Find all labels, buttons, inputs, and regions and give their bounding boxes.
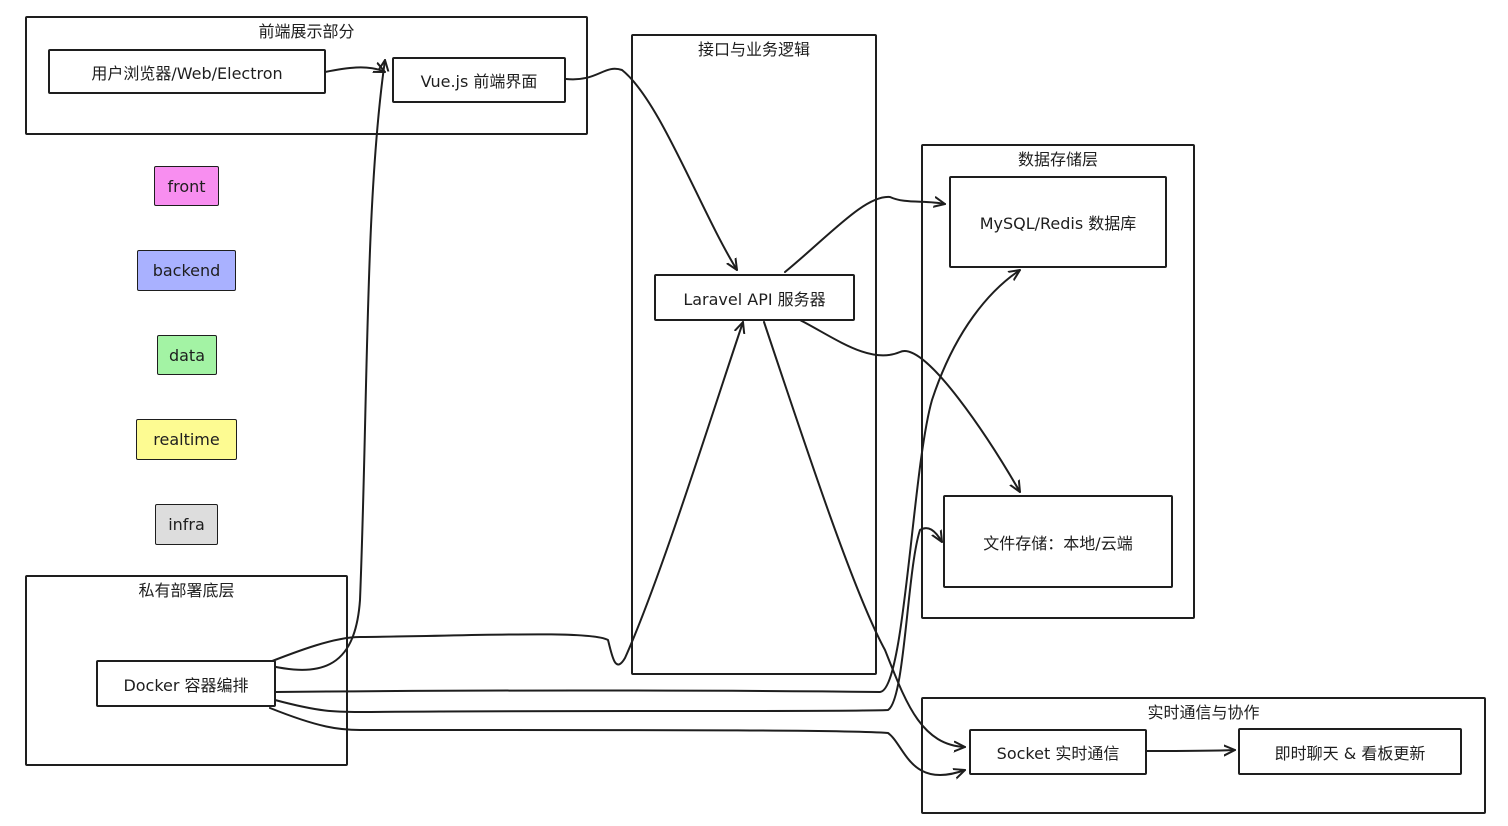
legend-realtime: realtime	[136, 419, 237, 460]
group-api: 接口与业务逻辑	[631, 34, 877, 675]
node-socket[interactable]: Socket 实时通信	[969, 729, 1147, 775]
group-deploy-title: 私有部署底层	[138, 581, 235, 600]
edge-docker-socket	[269, 707, 966, 775]
legend-infra: infra	[155, 504, 218, 545]
legend-data: data	[157, 335, 217, 375]
node-browser[interactable]: 用户浏览器/Web/Electron	[48, 49, 326, 94]
legend-backend: backend	[137, 250, 236, 291]
node-vue[interactable]: Vue.js 前端界面	[392, 57, 566, 103]
node-db[interactable]: MySQL/Redis 数据库	[949, 176, 1167, 268]
legend-front: front	[154, 166, 219, 206]
node-docker[interactable]: Docker 容器编排	[96, 660, 276, 707]
node-chat[interactable]: 即时聊天 & 看板更新	[1238, 728, 1462, 775]
node-files[interactable]: 文件存储：本地/云端	[943, 495, 1173, 588]
group-api-title: 接口与业务逻辑	[697, 40, 810, 59]
node-laravel[interactable]: Laravel API 服务器	[654, 274, 855, 321]
group-realtime-title: 实时通信与协作	[1147, 703, 1260, 722]
group-frontend-title: 前端展示部分	[258, 22, 355, 41]
group-storage-title: 数据存储层	[1017, 150, 1098, 169]
